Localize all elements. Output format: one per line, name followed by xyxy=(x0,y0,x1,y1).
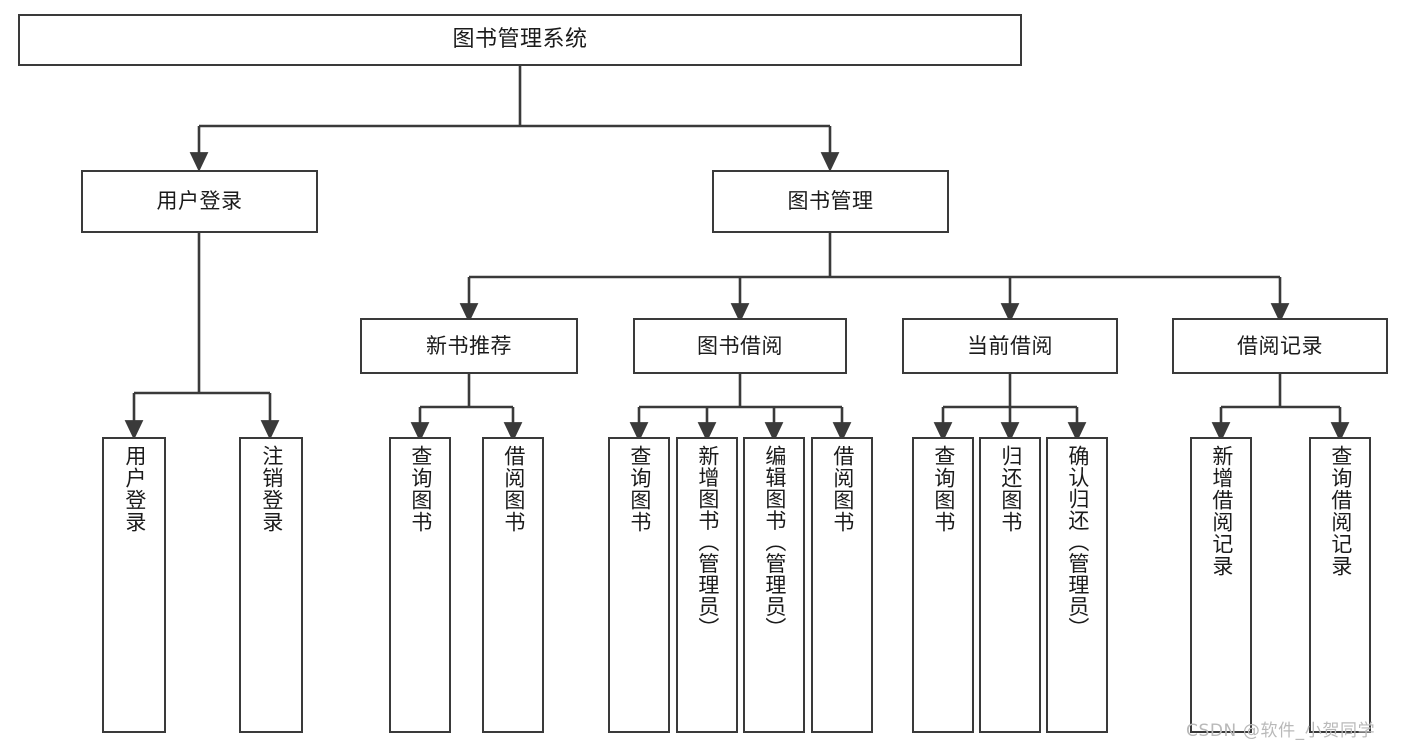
watermark: CSDN @软件_小贺同学 xyxy=(1186,721,1376,741)
node-leaf-query-book-recommend[interactable]: 查询图书 xyxy=(389,437,451,733)
node-label: 借阅记录 xyxy=(1237,333,1323,358)
node-leaf-confirm-return-admin[interactable]: 确认归还（管理员） xyxy=(1046,437,1108,733)
node-leaf-query-book-borrow[interactable]: 查询图书 xyxy=(608,437,670,733)
node-label: 查询借阅记录 xyxy=(1328,445,1353,577)
node-label: 新增借阅记录 xyxy=(1209,445,1234,577)
node-label: 查询图书 xyxy=(931,445,956,533)
node-user-login[interactable]: 用户登录 xyxy=(81,170,318,233)
node-label: 查询图书 xyxy=(408,445,433,533)
node-leaf-query-book-current[interactable]: 查询图书 xyxy=(912,437,974,733)
node-label: 图书借阅 xyxy=(697,333,783,358)
node-leaf-edit-book-admin[interactable]: 编辑图书（管理员） xyxy=(743,437,805,733)
node-label: 注销登录 xyxy=(259,445,284,533)
node-leaf-user-login[interactable]: 用户登录 xyxy=(102,437,166,733)
node-leaf-query-borrow-record[interactable]: 查询借阅记录 xyxy=(1309,437,1371,733)
node-label: 用户登录 xyxy=(156,189,243,214)
node-label: 编辑图书（管理员） xyxy=(762,445,787,639)
node-label: 当前借阅 xyxy=(967,333,1053,358)
node-leaf-return-book[interactable]: 归还图书 xyxy=(979,437,1041,733)
node-label: 归还图书 xyxy=(998,445,1023,533)
node-book-management[interactable]: 图书管理 xyxy=(712,170,949,233)
node-leaf-add-borrow-record[interactable]: 新增借阅记录 xyxy=(1190,437,1252,733)
node-leaf-borrow-book[interactable]: 借阅图书 xyxy=(811,437,873,733)
node-label: 新书推荐 xyxy=(426,333,512,358)
node-label: 查询图书 xyxy=(627,445,652,533)
node-label: 图书管理系统 xyxy=(452,27,588,53)
node-book-management-system[interactable]: 图书管理系统 xyxy=(18,14,1022,66)
node-label: 图书管理 xyxy=(787,189,874,214)
node-label: 借阅图书 xyxy=(501,445,526,533)
node-leaf-add-book-admin[interactable]: 新增图书（管理员） xyxy=(676,437,738,733)
node-label: 确认归还（管理员） xyxy=(1065,445,1090,639)
node-label: 用户登录 xyxy=(122,445,147,533)
node-label: 新增图书（管理员） xyxy=(695,445,720,639)
node-new-book-recommend[interactable]: 新书推荐 xyxy=(360,318,578,374)
node-label: 借阅图书 xyxy=(830,445,855,533)
node-leaf-borrow-book-recommend[interactable]: 借阅图书 xyxy=(482,437,544,733)
node-current-borrow[interactable]: 当前借阅 xyxy=(902,318,1118,374)
node-book-borrow[interactable]: 图书借阅 xyxy=(633,318,847,374)
node-borrow-records[interactable]: 借阅记录 xyxy=(1172,318,1388,374)
node-leaf-logout[interactable]: 注销登录 xyxy=(239,437,303,733)
